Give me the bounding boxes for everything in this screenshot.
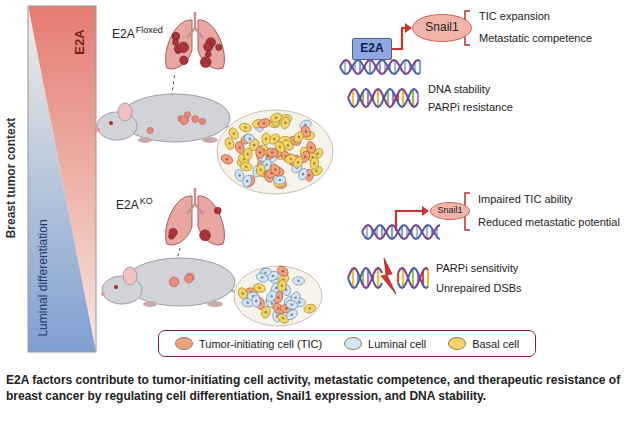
legend-box: Tumor-initiating cell (TIC) Luminal cell B…: [158, 330, 536, 357]
annotation: E2A: [116, 199, 139, 213]
tumor: [234, 264, 322, 326]
caption: E2A factors contribute to tumor-initiati…: [6, 373, 634, 404]
node-text: Snail1: [431, 206, 469, 216]
legend-text: Basal cell: [472, 338, 519, 350]
annotation: Impaired TIC ability: [478, 193, 573, 206]
annotation: Metastatic competence: [479, 32, 592, 45]
lungs: [166, 12, 225, 69]
protein-oval: Snail1: [412, 14, 472, 42]
activation-arrow: [392, 23, 412, 49]
legend-text: Luminal cell: [368, 338, 426, 350]
dna-helix: [362, 225, 440, 239]
legend-item: Luminal cell: [344, 337, 426, 350]
axis-label: E2A: [73, 29, 88, 54]
superscript: KO: [140, 196, 153, 206]
symbols: [340, 11, 470, 294]
legend-item: Basal cell: [448, 337, 519, 350]
gene-box: E2A: [352, 38, 392, 60]
arrowhead: [422, 206, 429, 216]
legend-text: Tumor-initiating cell (TIC): [199, 338, 322, 350]
tumor: [217, 110, 333, 194]
node-text: Snail1: [413, 21, 471, 34]
connector-line: [392, 28, 406, 49]
lungs: [166, 188, 225, 245]
superscript: Floxed: [136, 25, 163, 35]
protein-oval: Snail1: [430, 202, 470, 220]
arrowhead: [405, 23, 412, 33]
dna-helix: [340, 60, 420, 74]
cell-swatch: [448, 337, 466, 350]
gradient-bar: [28, 6, 96, 352]
annotation: PARPi resistance: [428, 101, 513, 114]
axis-label: Luminal differentiation: [37, 219, 51, 336]
node-text: E2A: [353, 42, 391, 55]
dna-helix: [348, 89, 418, 107]
annotation: DNA stability: [428, 83, 490, 96]
dna-break: [381, 258, 396, 294]
dna-helix: [348, 268, 428, 288]
cell-swatch: [175, 337, 193, 350]
annotation: E2A: [112, 28, 135, 42]
mice: [96, 12, 333, 326]
annotation: Reduced metastatic potential: [478, 216, 620, 229]
cell-swatch: [344, 337, 362, 350]
axis-label: Breast tumor context: [5, 118, 19, 239]
legend-item: Tumor-initiating cell (TIC): [175, 337, 322, 350]
annotation: PARPi sensitivity: [436, 262, 518, 275]
annotation: Unrepaired DSBs: [436, 282, 522, 295]
annotation: TIC expansion: [479, 10, 550, 23]
